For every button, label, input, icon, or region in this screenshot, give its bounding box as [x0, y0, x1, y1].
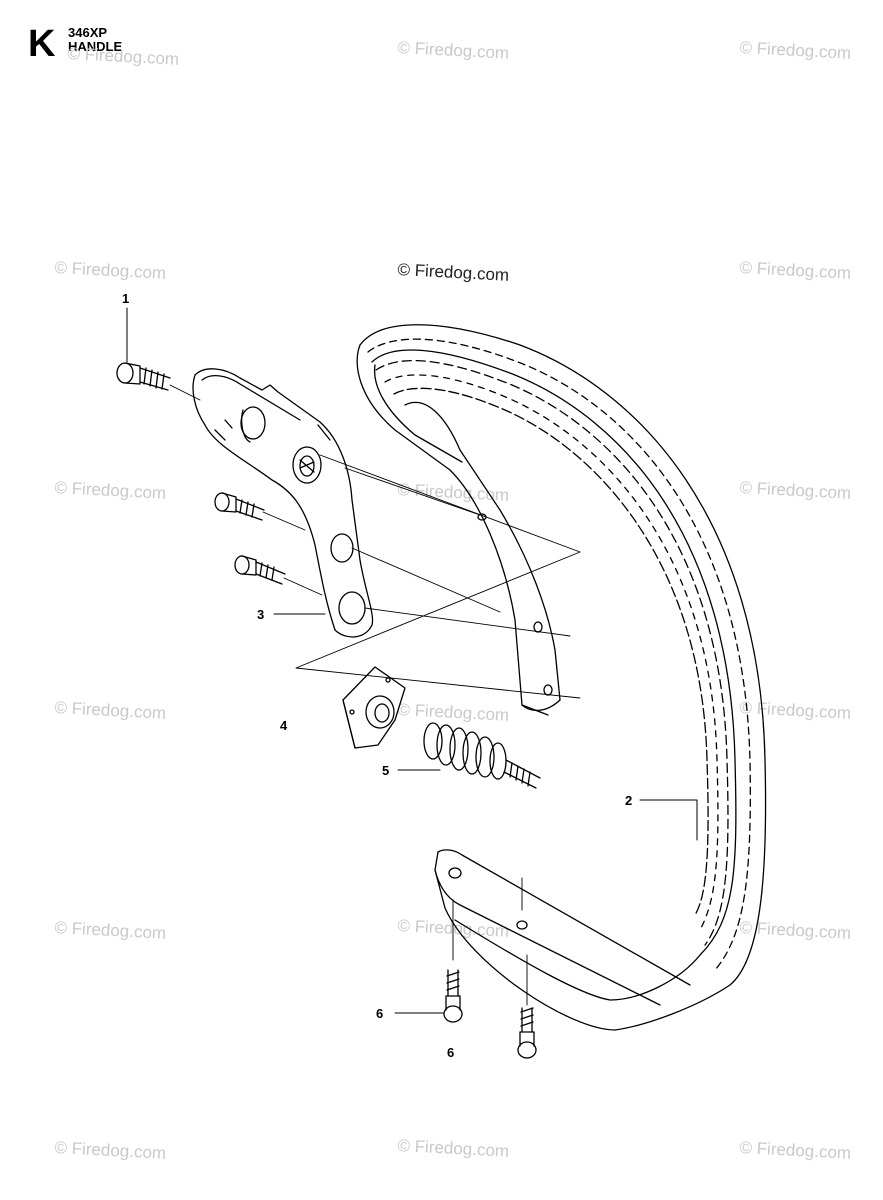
assembly-lines	[169, 384, 581, 1006]
section-name: HANDLE	[68, 39, 123, 54]
callout-6-lower: 6	[447, 1045, 454, 1060]
screw-part-6-right	[517, 1007, 537, 1059]
callout-5: 5	[382, 763, 389, 778]
mount-flange-part-4	[342, 666, 406, 749]
screw-part-6-left	[443, 969, 463, 1023]
screw-upper	[214, 492, 265, 521]
mounting-plate-part-3	[192, 368, 374, 638]
section-letter: K	[28, 23, 55, 65]
screw-lower	[234, 555, 286, 585]
callout-leaders	[126, 307, 698, 1014]
callout-2: 2	[625, 793, 632, 808]
front-handle-bar	[356, 324, 767, 1031]
callout-4: 4	[280, 718, 288, 733]
callout-6: 6	[376, 1006, 383, 1021]
vibration-spring-part-5	[423, 722, 541, 789]
bolt-part-1	[116, 362, 171, 391]
callout-3: 3	[257, 607, 264, 622]
callout-1: 1	[122, 291, 129, 306]
model-number: 346XP	[68, 25, 108, 40]
